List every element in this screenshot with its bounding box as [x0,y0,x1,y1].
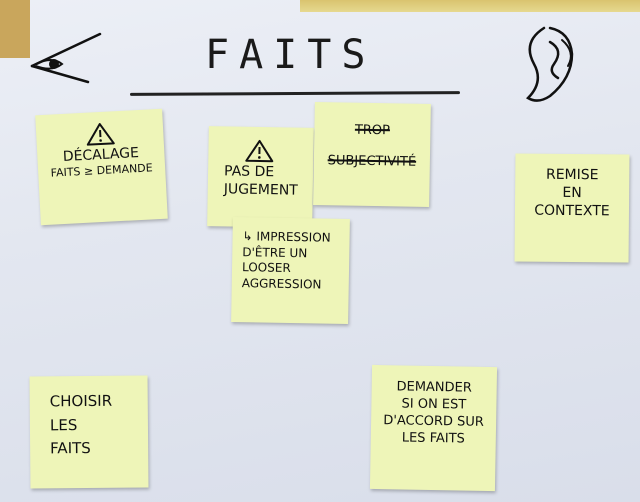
note-text: SUBJECTIVITÉ [327,153,417,170]
background-board [0,0,30,58]
note-text: LES FAITS [401,430,465,447]
sticky-note-trop-subjectivite: TROP SUBJECTIVITÉ [313,101,431,208]
note-text: D'ÊTRE UN [242,244,308,260]
sticky-note-remise-en-contexte: REMISE EN CONTEXTE [514,153,630,263]
note-text: CHOISIR [49,391,113,411]
sticky-note-demander: DEMANDER SI ON EST D'ACCORD SUR LES FAIT… [369,364,498,492]
warning-icon [245,139,274,163]
note-text: JUGEMENT [223,181,298,199]
sticky-note-pas-de-jugement: PAS DE JUGEMENT [207,126,314,228]
note-text: EN [562,185,582,202]
note-text: SI ON EST [401,396,467,413]
eye-icon [30,32,102,84]
note-text: LOOSER [241,260,291,276]
sticky-note-impression: ↳ IMPRESSION D'ÊTRE UN LOOSER AGGRESSION [231,216,350,325]
note-text: FAITS [50,438,91,458]
note-text: D'ACCORD SUR [383,412,485,430]
note-text: PAS DE [223,163,275,181]
note-text: ↳ IMPRESSION [242,229,331,245]
ear-icon [525,26,574,102]
sticky-note-decalage: DÉCALAGE FAITS ≥ DEMANDE [35,108,168,226]
note-text: REMISE [545,166,599,184]
note-text: TROP [354,122,391,139]
background-wall [300,0,640,12]
note-text: DEMANDER [396,379,472,396]
note-text: CONTEXTE [534,203,610,220]
board-title: FAITS [205,32,376,78]
warning-icon [86,123,115,146]
sticky-note-choisir-les-faits: CHOISIR LES FAITS [29,375,149,489]
note-text: LES [49,415,78,434]
note-text: AGGRESSION [241,275,322,292]
